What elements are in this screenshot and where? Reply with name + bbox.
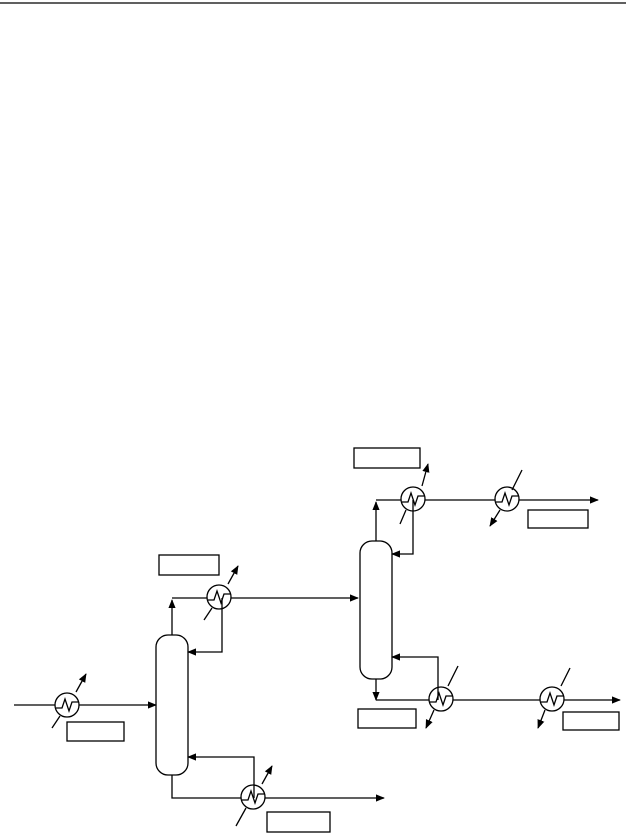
column-1-condenser-label-box bbox=[158, 554, 220, 576]
distillate-cooler-heat-exchanger-icon bbox=[489, 469, 523, 527]
column-2-condenser-heat-exchanger-icon bbox=[399, 463, 430, 525]
column-1-reflux-line bbox=[187, 598, 223, 656]
feed-label-box bbox=[66, 721, 125, 742]
column-1-bottoms-label-box bbox=[266, 811, 331, 833]
feed-heat-exchanger-icon bbox=[51, 673, 87, 729]
column-1-boilup-line bbox=[187, 753, 255, 798]
bottoms-product-label-box bbox=[562, 711, 620, 731]
column-2 bbox=[359, 540, 393, 680]
column-1 bbox=[155, 634, 189, 776]
column-2-reflux-line bbox=[391, 500, 414, 558]
column-1-bottoms-line bbox=[171, 775, 385, 802]
column-1-reboiler-heat-exchanger-icon bbox=[235, 765, 273, 827]
column-2-condenser-label-box bbox=[353, 447, 421, 469]
column-1-condenser-heat-exchanger-icon bbox=[203, 565, 239, 621]
distillate-label-box bbox=[527, 509, 589, 529]
column-2-reboiler-heat-exchanger-icon bbox=[425, 665, 459, 729]
column-2-bottoms-label-box bbox=[357, 708, 417, 729]
column-2-boilup-line bbox=[391, 653, 439, 700]
bottoms-cooler-heat-exchanger-icon bbox=[537, 667, 571, 729]
